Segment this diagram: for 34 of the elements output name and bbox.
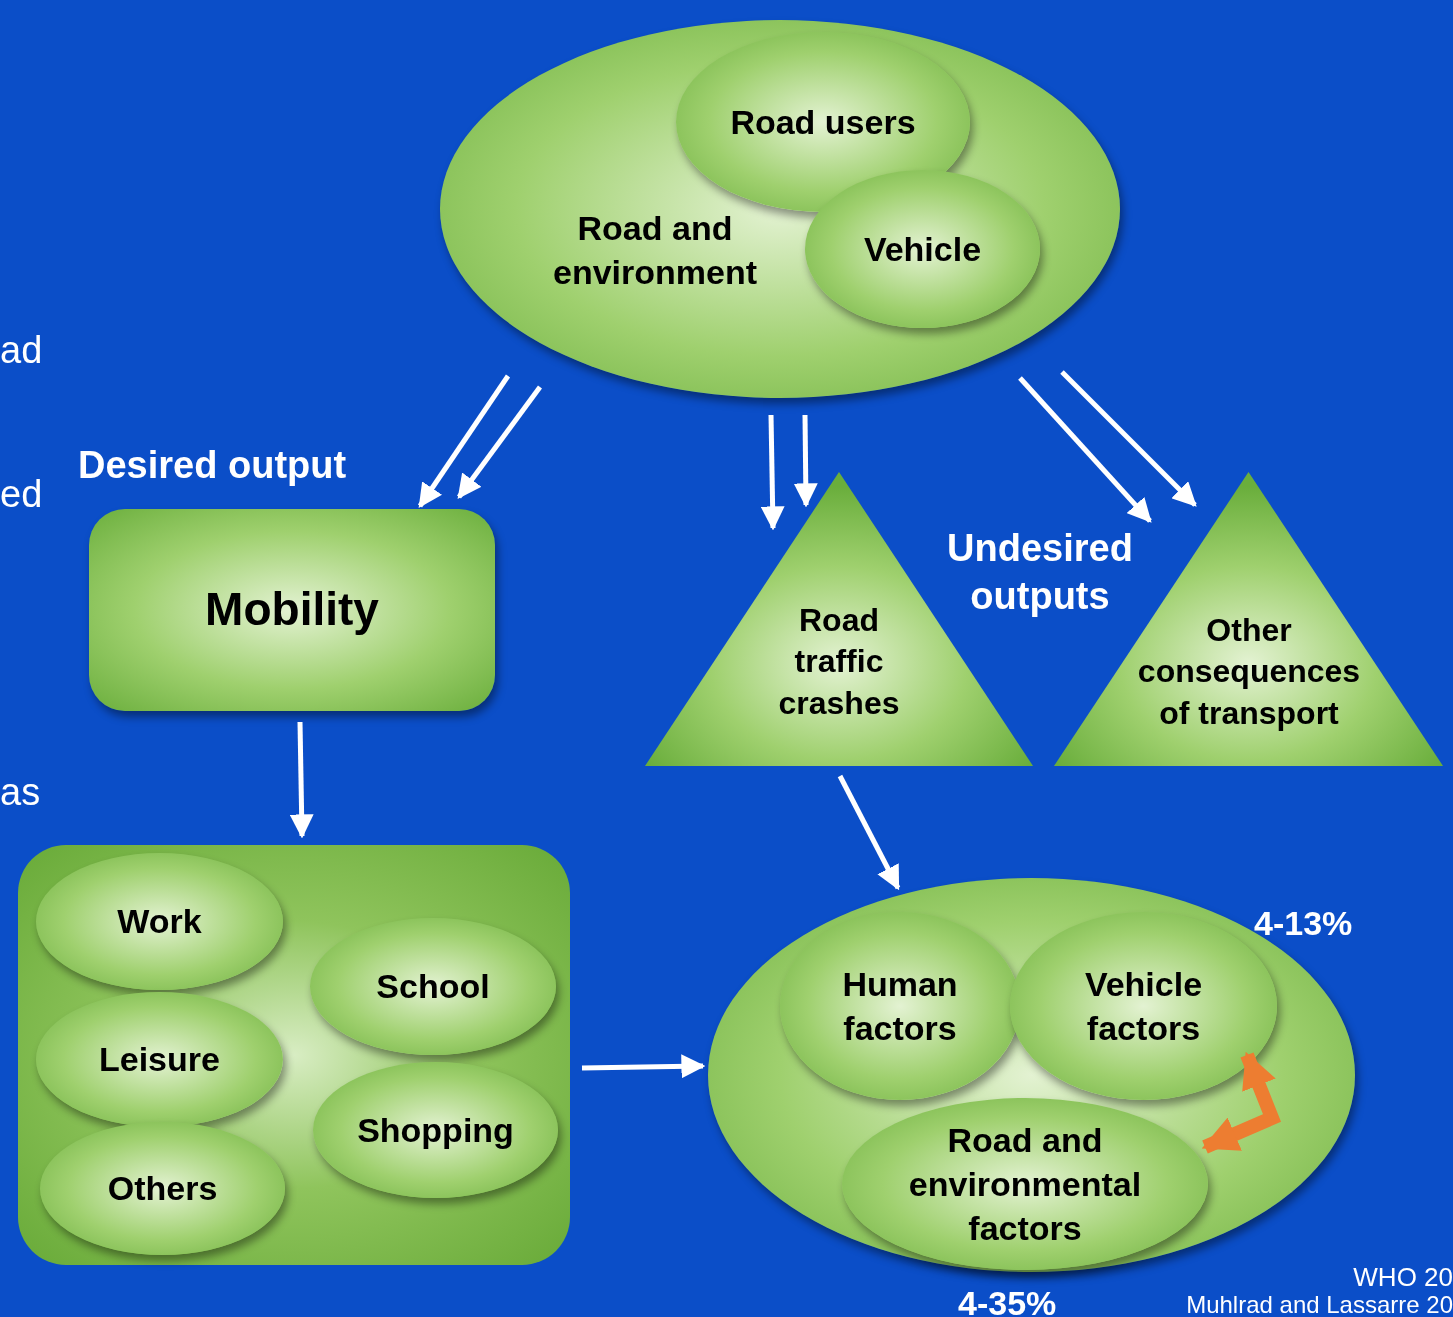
- node-label: Leisure: [99, 1039, 220, 1081]
- node-label: Mobility: [205, 582, 379, 638]
- arrow: [1018, 376, 1152, 523]
- rounded-box: [89, 509, 495, 711]
- node-label: Work: [117, 901, 202, 943]
- node-label: Road and environment: [551, 207, 758, 293]
- arrow: [581, 1054, 706, 1079]
- arrow: [1060, 370, 1197, 507]
- node-label: Other consequences of transport: [1136, 610, 1362, 733]
- node-label: School: [376, 966, 490, 1008]
- node-label: Others: [107, 1168, 218, 1210]
- node-label: Vehicle factors: [1083, 963, 1204, 1049]
- activity-panel: [18, 845, 570, 1265]
- arrow: [760, 414, 785, 531]
- heading-label: Desired output: [78, 443, 347, 488]
- arrow: [793, 414, 818, 508]
- node-label: Vehicle: [863, 228, 982, 270]
- text-label: 4-13%: [1254, 903, 1353, 944]
- text-label: Undesired outputs: [946, 526, 1134, 619]
- node-label: Road users: [730, 101, 916, 143]
- text-label: ed: [0, 472, 43, 517]
- node-label: Road traffic crashes: [777, 600, 901, 723]
- arrow: [837, 774, 901, 891]
- text-label: 4-35%: [958, 1283, 1057, 1317]
- text-label: as: [0, 770, 41, 815]
- arrow: [289, 721, 314, 839]
- node-label: Shopping: [357, 1109, 514, 1151]
- arrow: [457, 385, 542, 499]
- arrow: [417, 374, 511, 508]
- node-label: Human factors: [841, 963, 959, 1049]
- ellipse-node: [842, 1098, 1208, 1270]
- node-label: Road and environmental factors: [907, 1119, 1143, 1250]
- arrow: [1201, 1051, 1281, 1154]
- text-label: ad: [0, 328, 43, 373]
